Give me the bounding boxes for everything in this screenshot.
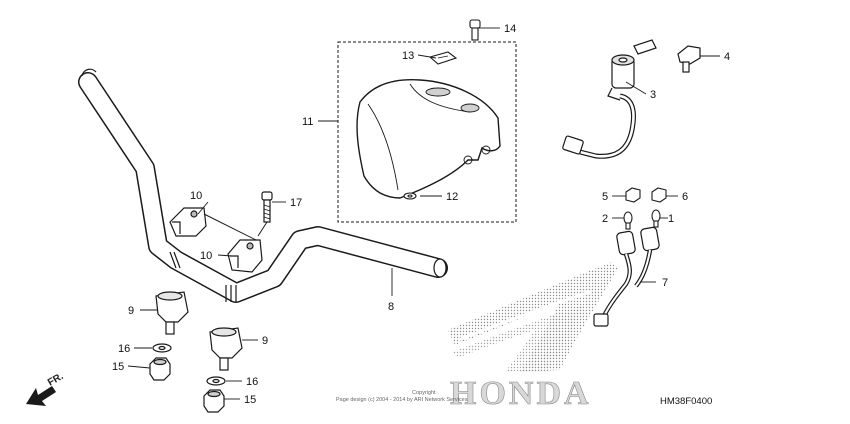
cap-5 [625,187,641,203]
nut-left [149,357,171,381]
washer-right [206,376,226,386]
callout-9-left: 9 [128,305,134,317]
callout-3: 3 [650,89,656,101]
nut-right [203,389,225,413]
callout-1: 1 [668,213,674,225]
front-direction-label: FR. [46,371,66,389]
callout-10-upper: 10 [190,190,202,202]
ignition-switch [562,39,657,159]
cover-grommet [403,192,417,200]
callout-15-left: 15 [112,361,124,373]
cap-6 [651,187,667,203]
callout-7: 7 [662,277,668,289]
callout-17: 17 [290,197,302,209]
upper-holder-right [227,239,263,273]
handlebar-pipe [78,68,448,303]
callout-13: 13 [402,50,414,62]
honda-wing-watermark [448,260,618,372]
callout-15-right: 15 [244,394,256,406]
upper-holder-left [169,207,207,237]
bulb-2 [623,211,633,230]
callout-2: 2 [602,213,608,225]
indicator-harness [593,226,660,327]
lower-holder-left [155,291,189,335]
copyright-line-2: Page design (c) 2004 - 2014 by ARI Netwo… [336,397,468,403]
callout-10-lower: 10 [200,250,212,262]
handlebar-cover-inset [337,41,517,223]
callout-6: 6 [682,191,688,203]
diagram-code: HM38F0400 [660,396,712,407]
callout-4: 4 [724,51,730,63]
callout-11: 11 [302,116,313,128]
callout-16-right: 16 [246,376,258,388]
callout-12: 12 [446,191,458,203]
lower-holder-right [209,327,243,371]
honda-brand-text: HONDA [450,375,592,412]
copyright-line-1: Copyright [412,390,436,396]
ignition-cap [677,45,701,73]
holder-bolt [257,191,273,237]
cover-clip [428,51,458,65]
leader-lines [127,27,720,400]
front-direction-arrow [26,386,56,406]
washer-left [152,343,172,353]
callout-16-left: 16 [118,343,130,355]
cover-screw [469,19,481,41]
bulb-1 [651,209,661,228]
callout-14: 14 [504,23,516,35]
callout-9-right: 9 [262,335,268,347]
callout-8: 8 [388,301,394,313]
callout-5: 5 [602,191,608,203]
